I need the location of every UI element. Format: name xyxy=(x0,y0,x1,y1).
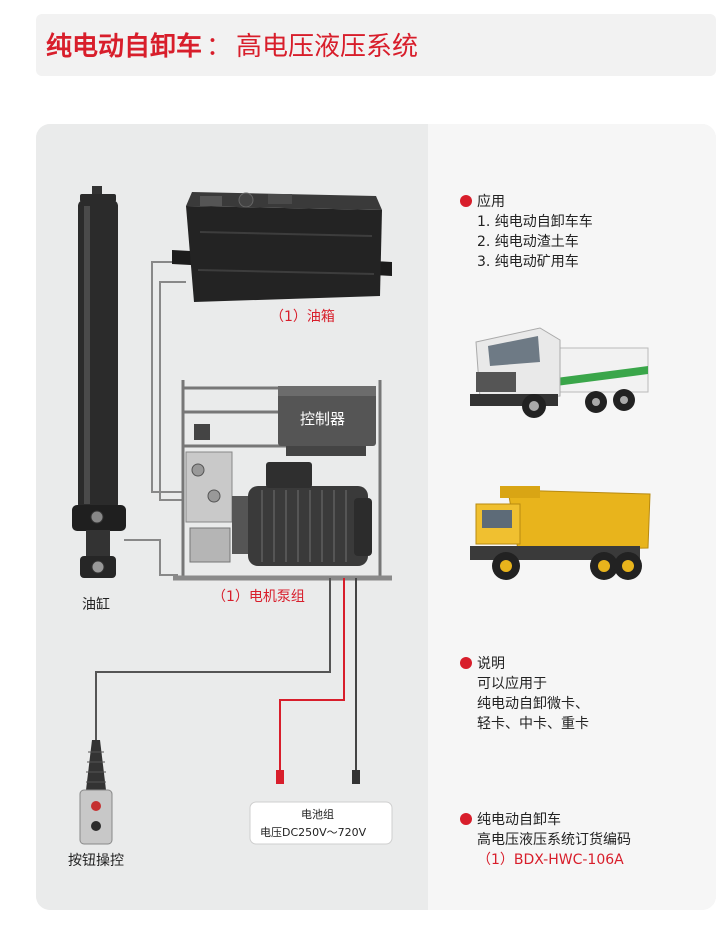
application-item: 1. 纯电动自卸车车 xyxy=(477,214,593,230)
hydraulic-lines xyxy=(124,261,186,576)
bullet-dot-icon xyxy=(460,813,472,825)
motor-pump-label: （1）电机泵组 xyxy=(212,589,305,605)
title-main: 纯电动自卸车 xyxy=(46,32,203,62)
oil-cylinder xyxy=(72,186,126,578)
application-item: 2. 纯电动渣土车 xyxy=(477,234,579,250)
bullet-dot-icon xyxy=(460,657,472,669)
electric-motor xyxy=(232,462,372,566)
controller-label: 控制器 xyxy=(300,410,346,428)
order-section: 纯电动自卸车 高电压液压系统订货编码 （1）BDX-HWC-106A xyxy=(460,810,631,870)
title-bar: 纯电动自卸车：高电压液压系统 xyxy=(36,14,716,76)
battery-voltage: 电压DC250V～720V xyxy=(260,826,367,839)
oil-tank-label: （1）油箱 xyxy=(270,309,335,325)
mining-truck-image xyxy=(470,486,651,580)
page-title: 纯电动自卸车：高电压液压系统 xyxy=(46,26,418,63)
valve-block xyxy=(185,424,233,563)
note-line: 可以应用于 xyxy=(477,676,547,692)
note-section: 说明 可以应用于 纯电动自卸微卡、 轻卡、中卡、重卡 xyxy=(460,654,589,734)
power-wires xyxy=(95,578,357,776)
application-heading: 应用 xyxy=(477,194,505,210)
title-separator: ： xyxy=(206,32,233,62)
order-line: 高电压液压系统订货编码 xyxy=(477,832,631,848)
dump-truck-image xyxy=(470,327,649,418)
button-pendant xyxy=(79,740,113,845)
battery-name: 电池组 xyxy=(301,808,334,821)
button-control-label: 按钮操控 xyxy=(68,853,124,869)
bullet-dot-icon xyxy=(460,195,472,207)
battery-pack xyxy=(249,801,393,845)
application-section: 应用 1. 纯电动自卸车车 2. 纯电动渣土车 3. 纯电动矿用车 xyxy=(460,192,593,272)
battery-positive-terminal xyxy=(276,770,284,784)
controller-box xyxy=(278,386,376,456)
cylinder-label: 油缸 xyxy=(82,597,110,613)
order-code: （1）BDX-HWC-106A xyxy=(477,852,624,868)
oil-tank xyxy=(172,192,392,302)
order-heading: 纯电动自卸车 xyxy=(477,812,561,828)
application-item: 3. 纯电动矿用车 xyxy=(477,254,579,270)
note-heading: 说明 xyxy=(477,656,505,672)
title-sub: 高电压液压系统 xyxy=(236,32,419,62)
note-line: 纯电动自卸微卡、 xyxy=(477,696,589,712)
battery-negative-terminal xyxy=(352,770,360,784)
note-line: 轻卡、中卡、重卡 xyxy=(477,716,589,732)
